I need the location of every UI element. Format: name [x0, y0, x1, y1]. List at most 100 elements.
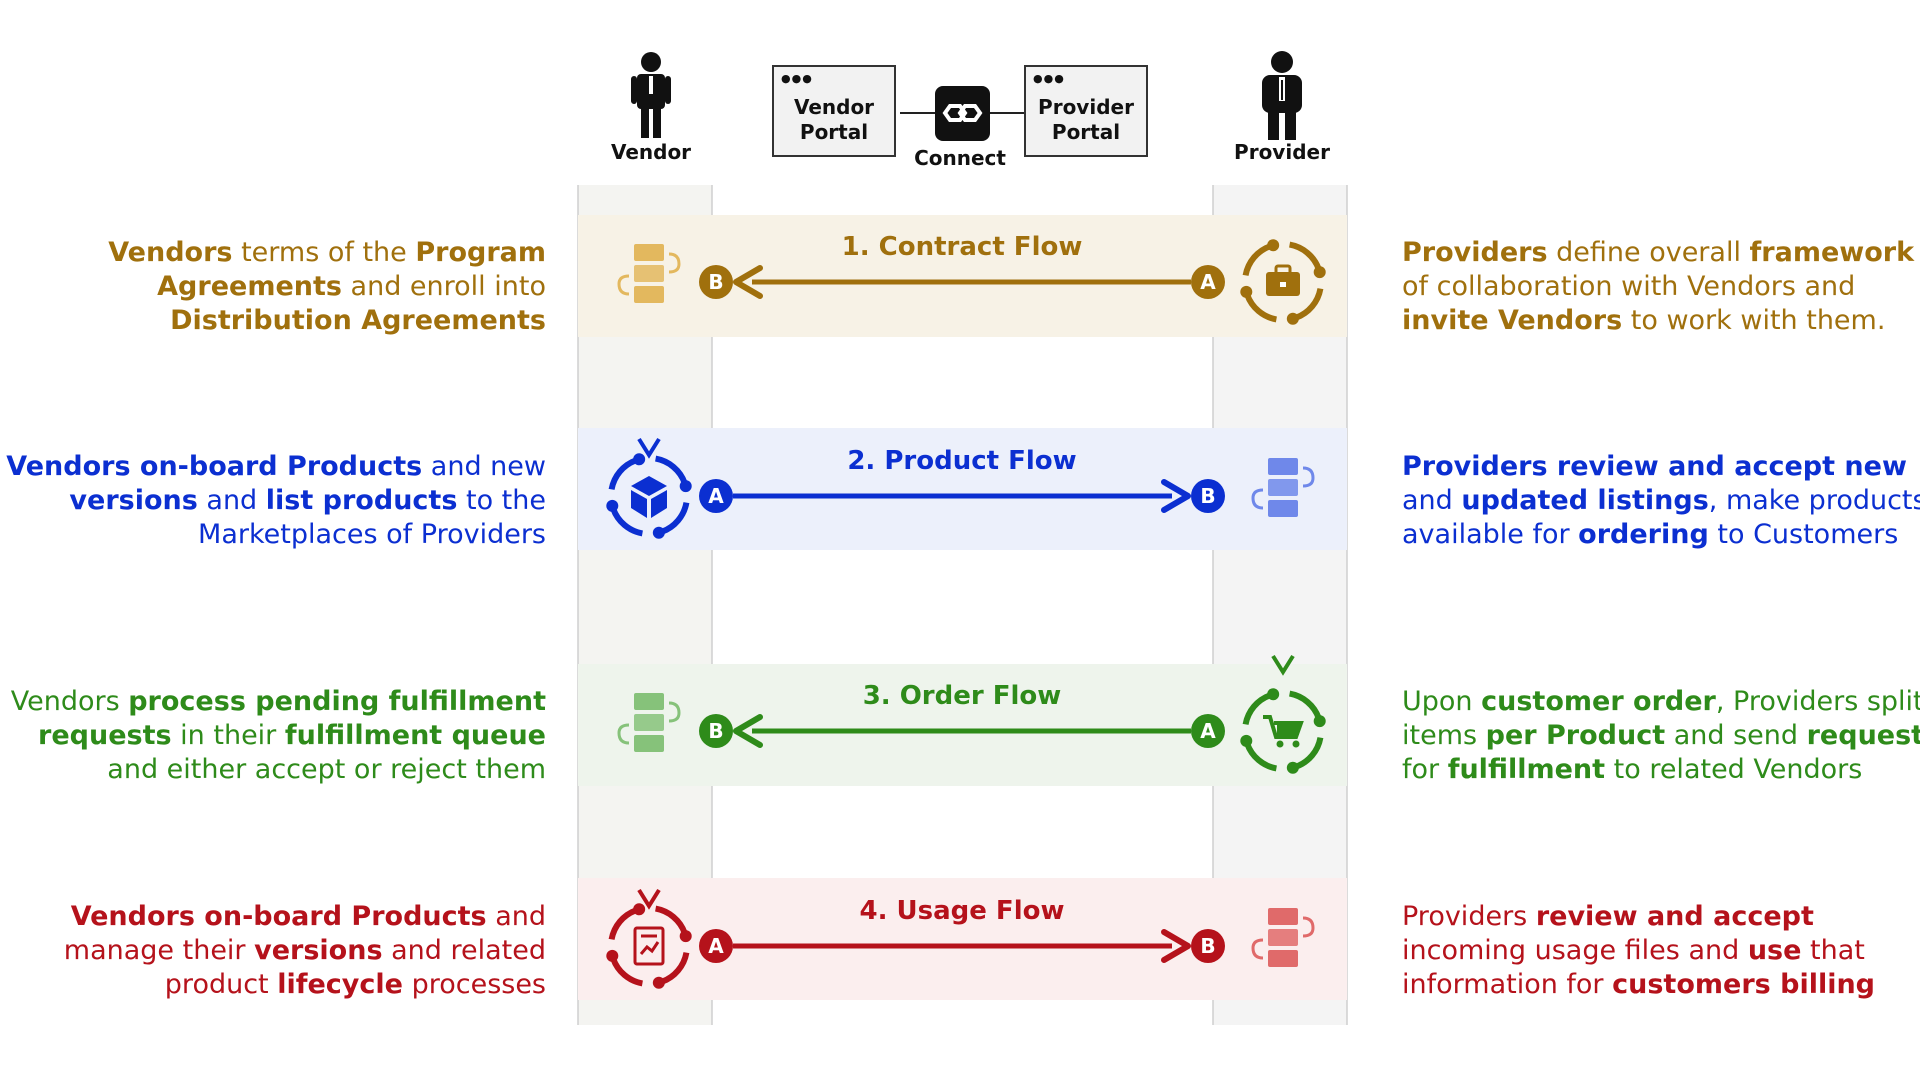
flow-connector [637, 760, 661, 910]
description-segment: in their [171, 720, 285, 751]
description-segment: list products [265, 485, 458, 516]
vendor-portal-line1: Vendor [793, 95, 875, 119]
queue-icon [617, 244, 681, 303]
provider-label: Provider [1234, 140, 1330, 164]
flow-connector [637, 312, 661, 459]
cube-cycle-icon [606, 453, 692, 539]
order-flow-arrow [733, 714, 1191, 748]
description-segment: and send [1665, 720, 1807, 751]
description-segment: and [197, 485, 266, 516]
usage-flow-arrow [733, 929, 1191, 963]
description-segment: updated listings [1461, 485, 1709, 516]
description-segment: of collaboration with Vendors and [1402, 271, 1856, 302]
description-segment: ordering [1578, 519, 1709, 550]
description-segment: lifecycle [277, 969, 403, 1000]
description-segment: Providers [1402, 901, 1536, 932]
queue-icon [1251, 458, 1315, 517]
description-segment: versions [69, 485, 198, 516]
contract-flow-arrow [733, 265, 1191, 299]
order-left-description: Vendors process pending fulfillment requ… [6, 685, 546, 787]
description-segment: customer order [1481, 686, 1716, 717]
usage-right-description: Providers review and accept incoming usa… [1402, 900, 1920, 1002]
provider-portal-line1: Provider [1038, 95, 1134, 119]
description-segment: Distribution Agreements [170, 305, 546, 336]
connect-label: Connect [914, 146, 1006, 170]
description-segment: Program Agreements [157, 237, 546, 302]
description-segment: to the Marketplaces of Providers [198, 485, 546, 550]
connect-logo-icon [935, 86, 990, 141]
description-segment: customers billing [1612, 969, 1876, 1000]
description-segment: Vendors on-board Products [6, 451, 423, 482]
description-segment: that information for [1402, 935, 1865, 1000]
description-segment: Providers [1402, 237, 1548, 268]
description-segment: and either accept or reject them [107, 754, 546, 785]
vendor-portal-line2: Portal [799, 120, 869, 144]
usage-left-description: Vendors on-board Products and manage the… [6, 900, 546, 1002]
description-segment: and manage their [63, 901, 546, 966]
vendor-portal-window[interactable]: ●●● Vendor Portal [772, 65, 896, 157]
description-segment: , Providers split items [1402, 686, 1920, 751]
contract-left-description: Vendors terms of the Program Agreements … [6, 236, 546, 338]
contract-right-description: Providers define overall framework of co… [1402, 236, 1920, 338]
description-segment: , make products available for [1402, 485, 1920, 550]
description-segment: to Customers [1708, 519, 1899, 550]
description-segment: and [1402, 485, 1462, 516]
description-segment: to work with them. [1622, 305, 1886, 336]
flow-connector [1271, 530, 1295, 676]
briefcase-cycle-icon [1240, 239, 1326, 325]
product-badge-left: A [699, 479, 733, 513]
description-segment: review and accept [1535, 901, 1814, 932]
description-segment: use [1747, 935, 1802, 966]
description-segment: process pending fulfillment requests [38, 686, 546, 751]
description-segment: incoming usage files and [1402, 935, 1748, 966]
order-flow-title: 3. Order Flow [862, 681, 1062, 711]
description-segment: define overall [1547, 237, 1750, 268]
description-segment: invite Vendors [1402, 305, 1623, 336]
provider-portal-window[interactable]: ●●● Provider Portal [1024, 65, 1148, 157]
contract-flow-title: 1. Contract Flow [841, 232, 1083, 262]
queue-icon [617, 693, 681, 752]
description-segment: processes [402, 969, 546, 1000]
product-flow-arrow [733, 479, 1191, 513]
description-segment: for [1402, 754, 1448, 785]
description-segment: request [1806, 720, 1920, 751]
order-badge-left: B [699, 714, 733, 748]
usage-badge-right: B [1191, 929, 1225, 963]
description-segment: Vendors [10, 686, 129, 717]
vendor-person-icon [631, 52, 671, 138]
vendor-portal-label: Vendor Portal [774, 95, 894, 145]
product-left-description: Vendors on-board Products and new versio… [6, 450, 546, 552]
vendor-label: Vendor [610, 140, 692, 164]
order-right-description: Upon customer order, Providers split ite… [1402, 685, 1920, 787]
contract-badge-left: B [699, 265, 733, 299]
usage-flow-title: 4. Usage Flow [859, 896, 1065, 926]
contract-badge-right: A [1191, 265, 1225, 299]
description-segment: Vendors [108, 237, 233, 268]
window-dots-icon: ●●● [1033, 72, 1065, 85]
cart-cycle-icon [1240, 688, 1326, 774]
description-segment: per Product [1485, 720, 1666, 751]
provider-person-icon [1262, 51, 1302, 140]
description-segment: versions [254, 935, 383, 966]
description-segment: fulfillment queue [284, 720, 546, 751]
description-segment: and new [422, 451, 546, 482]
description-segment: and enroll into [341, 271, 546, 302]
queue-icon [1251, 908, 1315, 967]
window-dots-icon: ●●● [781, 72, 813, 85]
description-segment: Upon [1402, 686, 1482, 717]
description-segment: and related product [164, 935, 546, 1000]
description-segment: framework [1749, 237, 1915, 268]
description-segment: terms of the [232, 237, 416, 268]
description-segment: Vendors on-board Products [70, 901, 487, 932]
provider-portal-label: Provider Portal [1026, 95, 1146, 145]
usage-badge-left: A [699, 929, 733, 963]
description-segment: Providers review and accept new [1402, 451, 1907, 482]
description-segment: fulfillment [1447, 754, 1606, 785]
provider-portal-line2: Portal [1051, 120, 1121, 144]
order-badge-right: A [1191, 714, 1225, 748]
report-cycle-icon [606, 903, 692, 989]
description-segment: to related Vendors [1605, 754, 1863, 785]
product-flow-title: 2. Product Flow [847, 446, 1077, 476]
product-right-description: Providers review and accept new and upda… [1402, 450, 1920, 552]
